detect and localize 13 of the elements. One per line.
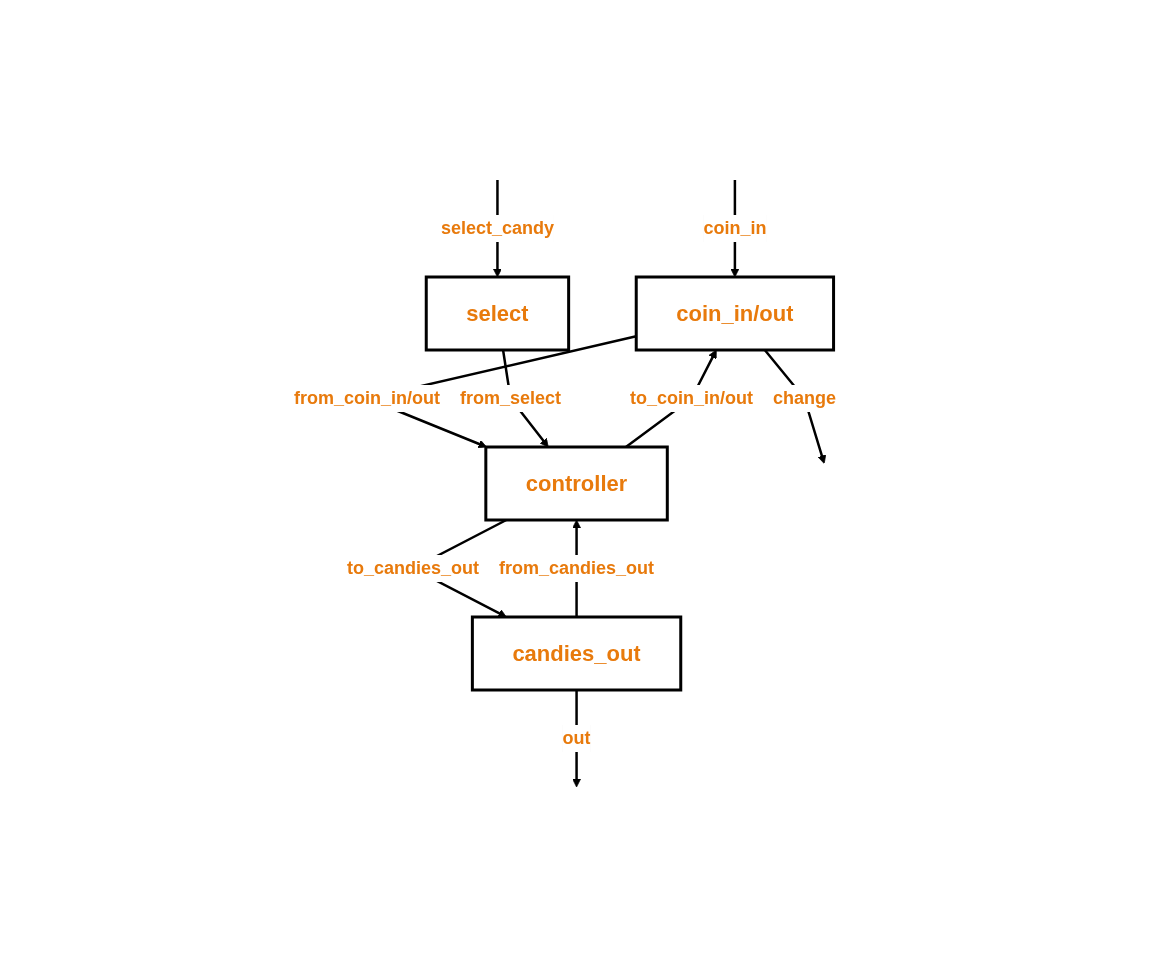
edge-label: to_candies_out <box>347 558 480 578</box>
edge-label: select_candy <box>441 218 555 238</box>
edge-label: from_coin_in/out <box>294 388 441 408</box>
node-box: controller <box>484 445 670 522</box>
node-box: select <box>425 275 571 352</box>
edge-label: change <box>773 388 837 408</box>
edge-label: coin_in <box>703 218 767 238</box>
edge-label: from_select <box>460 388 562 408</box>
node-box: coin_in/out <box>635 275 836 352</box>
edge-label: out <box>562 728 591 748</box>
node-box: candies_out <box>471 615 683 692</box>
edge-label: to_coin_in/out <box>630 388 754 408</box>
edge-label: from_candies_out <box>499 558 655 578</box>
